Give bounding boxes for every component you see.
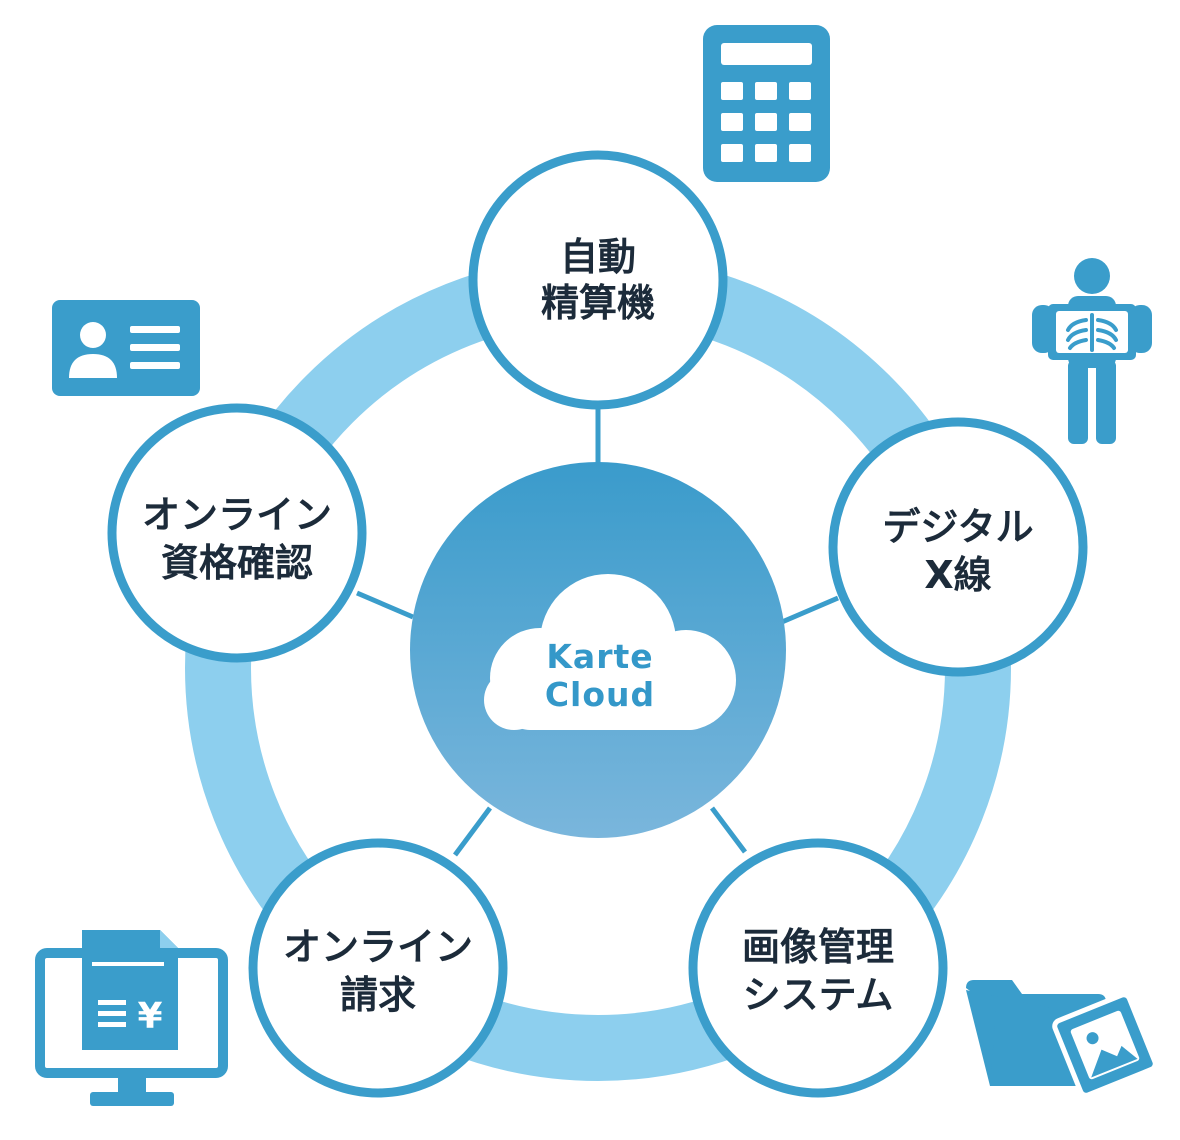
- center-label-line1: Karte: [546, 637, 653, 676]
- node-label-line1: オンライン: [283, 925, 473, 969]
- node-label-line2: X線: [924, 553, 991, 597]
- connector-bottom-left: [452, 806, 493, 857]
- node-left: オンライン 資格確認: [107, 403, 367, 663]
- node-circle: [468, 150, 728, 410]
- node-label-line2: システム: [743, 973, 894, 1017]
- id-card-icon: [52, 300, 200, 396]
- node-label-line1: 自動: [560, 235, 636, 279]
- node-label-line2: 精算機: [541, 281, 655, 325]
- node-label-line1: オンライン: [142, 493, 332, 537]
- center-hub: Karte Cloud: [410, 462, 786, 838]
- node-label-line1: 画像管理: [742, 925, 894, 969]
- node-top: 自動 精算機: [468, 150, 728, 410]
- cloud-icon: [484, 574, 736, 730]
- center-label-line2: Cloud: [545, 675, 655, 714]
- node-circle: [248, 838, 508, 1098]
- image-folder-icon: [966, 980, 1158, 1098]
- yen-symbol: ¥: [137, 996, 162, 1037]
- connector-right: [781, 595, 839, 625]
- node-circle: [688, 838, 948, 1098]
- node-bottom-right: 画像管理 システム: [688, 838, 948, 1098]
- connector-bottom-right: [710, 806, 747, 854]
- node-circle: [107, 403, 367, 663]
- invoice-monitor-icon: ¥: [35, 930, 228, 1106]
- node-label-line2: 資格確認: [161, 541, 313, 585]
- node-label-line1: デジタル: [882, 505, 1033, 549]
- node-label-line2: 請求: [340, 973, 416, 1017]
- node-right: デジタル X線: [828, 417, 1088, 677]
- node-circle: [828, 417, 1088, 677]
- connector-left: [356, 590, 414, 620]
- calculator-icon: [703, 25, 830, 182]
- xray-person-icon: [1032, 258, 1152, 444]
- node-bottom-left: オンライン 請求: [248, 838, 508, 1098]
